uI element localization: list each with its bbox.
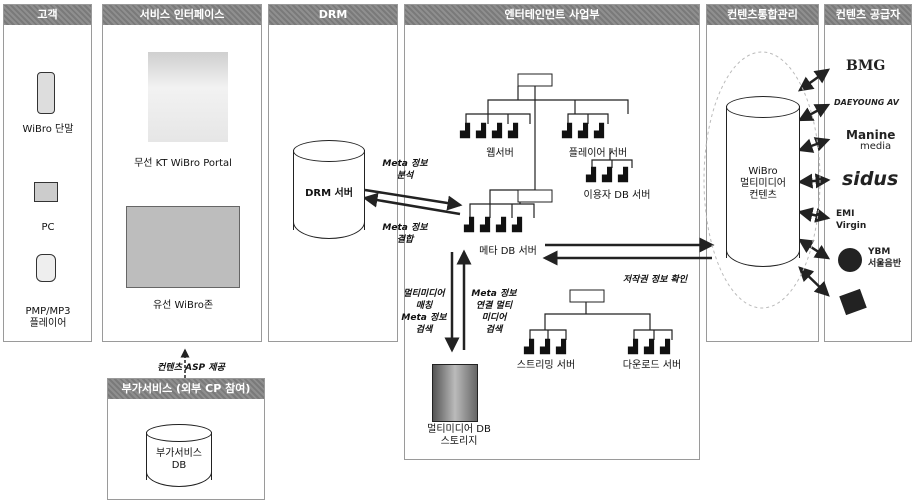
addon-db-cylinder: 부가서비스 DB [146, 424, 212, 488]
logo-bmg: BMG [846, 58, 885, 74]
storage-server-icon [432, 364, 478, 422]
content-center-cylinder: WiBro 멀티미디어 컨텐츠 [726, 96, 800, 268]
label-meta-analysis-line2: 분석 [380, 170, 430, 182]
server-icon: ▟▟▟ [524, 340, 584, 356]
wireless-portal-image [148, 52, 228, 142]
label-meta-combine-line2: 결합 [380, 234, 430, 246]
label-multimedia-match: 멀티미디어 매칭 Meta 정보 검색 [398, 288, 450, 336]
logo-manine-line2: media [846, 141, 895, 152]
label-copyright-check: 저작권 정보 확인 [610, 274, 700, 286]
lane-addon-header: 부가서비스 (외부 CP 참여) [108, 379, 264, 399]
label-mm-match-line2: 매칭 [398, 300, 450, 312]
label-pmp: PMP/MP3 플레이어 [10, 306, 86, 330]
label-meta-combine: Meta 정보 결합 [380, 222, 430, 246]
drm-server-cylinder: DRM 서버 [293, 140, 365, 240]
lane-drm-header: DRM [269, 5, 397, 25]
label-content-center: WiBro 멀티미디어 컨텐츠 [726, 166, 800, 202]
logo-emi-virgin: EMI Virgin [836, 208, 866, 232]
label-meta-link-line3: 미디어 [466, 312, 522, 324]
label-player-server: 플레이어 서버 [560, 148, 636, 160]
server-icon: ▟▟▟ [628, 340, 688, 356]
label-storage-line1: 멀티미디어 DB [414, 424, 504, 436]
label-content-line1: WiBro [726, 166, 800, 178]
logo-virgin: Virgin [836, 220, 866, 232]
logo-daeyoung: DAEYOUNG AV [834, 98, 899, 107]
pmp-icon [36, 254, 56, 282]
label-wibro-device: WiBro 단말 [10, 124, 86, 136]
label-storage: 멀티미디어 DB 스토리지 [414, 424, 504, 448]
label-streaming-server: 스트리밍 서버 [508, 360, 584, 372]
label-meta-db-server: 메타 DB 서버 [470, 246, 546, 258]
label-mm-match-line4: 검색 [398, 324, 450, 336]
server-icon: ▟▟▟▟ [464, 218, 544, 234]
logo-manine-line1: Manine [846, 130, 895, 141]
label-addon-db-line2: DB [146, 460, 212, 472]
wibro-device-icon [37, 72, 55, 114]
lane-entertainment-header: 엔터테인먼트 사업부 [405, 5, 699, 25]
logo-manine: Manine media [846, 130, 895, 152]
label-pmp-line1: PMP/MP3 [10, 306, 86, 318]
label-content-line3: 컨텐츠 [726, 190, 800, 202]
server-icon: ▟▟▟▟ [460, 124, 540, 140]
logo-sidus: sidus [842, 168, 898, 190]
logo-ybm-line2: 서울음반 [868, 258, 901, 270]
label-meta-analysis: Meta 정보 분석 [380, 158, 430, 182]
label-content-line2: 멀티미디어 [726, 178, 800, 190]
label-wireless-portal: 무선 KT WiBro Portal [110, 158, 256, 170]
label-mm-match-line3: Meta 정보 [398, 312, 450, 324]
label-drm-server: DRM 서버 [293, 188, 365, 200]
label-asp: 컨텐츠 ASP 제공 [136, 362, 246, 374]
logo-ybm-line1: YBM [868, 246, 901, 258]
label-meta-link: Meta 정보 연결 멀티 미디어 검색 [466, 288, 522, 336]
label-mm-match-line1: 멀티미디어 [398, 288, 450, 300]
label-user-db-server: 이용자 DB 서버 [574, 190, 660, 202]
label-storage-line2: 스토리지 [414, 436, 504, 448]
label-meta-combine-line1: Meta 정보 [380, 222, 430, 234]
logo-emi: EMI [836, 208, 866, 220]
label-web-server: 웹서버 [470, 148, 530, 160]
label-addon-db-line1: 부가서비스 [146, 448, 212, 460]
label-download-server: 다운로드 서버 [614, 360, 690, 372]
lane-content-mgmt-header: 컨텐츠통합관리 [707, 5, 818, 25]
label-meta-link-line4: 검색 [466, 324, 522, 336]
logo-circle-icon [838, 248, 862, 272]
pc-icon [34, 182, 58, 202]
lane-content-owner-header: 컨텐츠 공급자 [825, 5, 911, 25]
lane-customer: 고객 [3, 4, 92, 342]
server-icon: ▟▟▟ [586, 168, 646, 184]
label-meta-link-line2: 연결 멀티 [466, 300, 522, 312]
label-pc: PC [10, 222, 86, 234]
server-icon: ▟▟▟ [562, 124, 622, 140]
label-addon-db: 부가서비스 DB [146, 448, 212, 472]
lane-service-header: 서비스 인터페이스 [103, 5, 261, 25]
label-wired-portal: 유선 WiBro존 [110, 300, 256, 312]
label-meta-link-line1: Meta 정보 [466, 288, 522, 300]
lane-customer-header: 고객 [4, 5, 91, 25]
label-meta-analysis-line1: Meta 정보 [380, 158, 430, 170]
wired-portal-image [126, 206, 240, 288]
logo-ybm: YBM 서울음반 [868, 246, 901, 270]
label-pmp-line2: 플레이어 [10, 318, 86, 330]
